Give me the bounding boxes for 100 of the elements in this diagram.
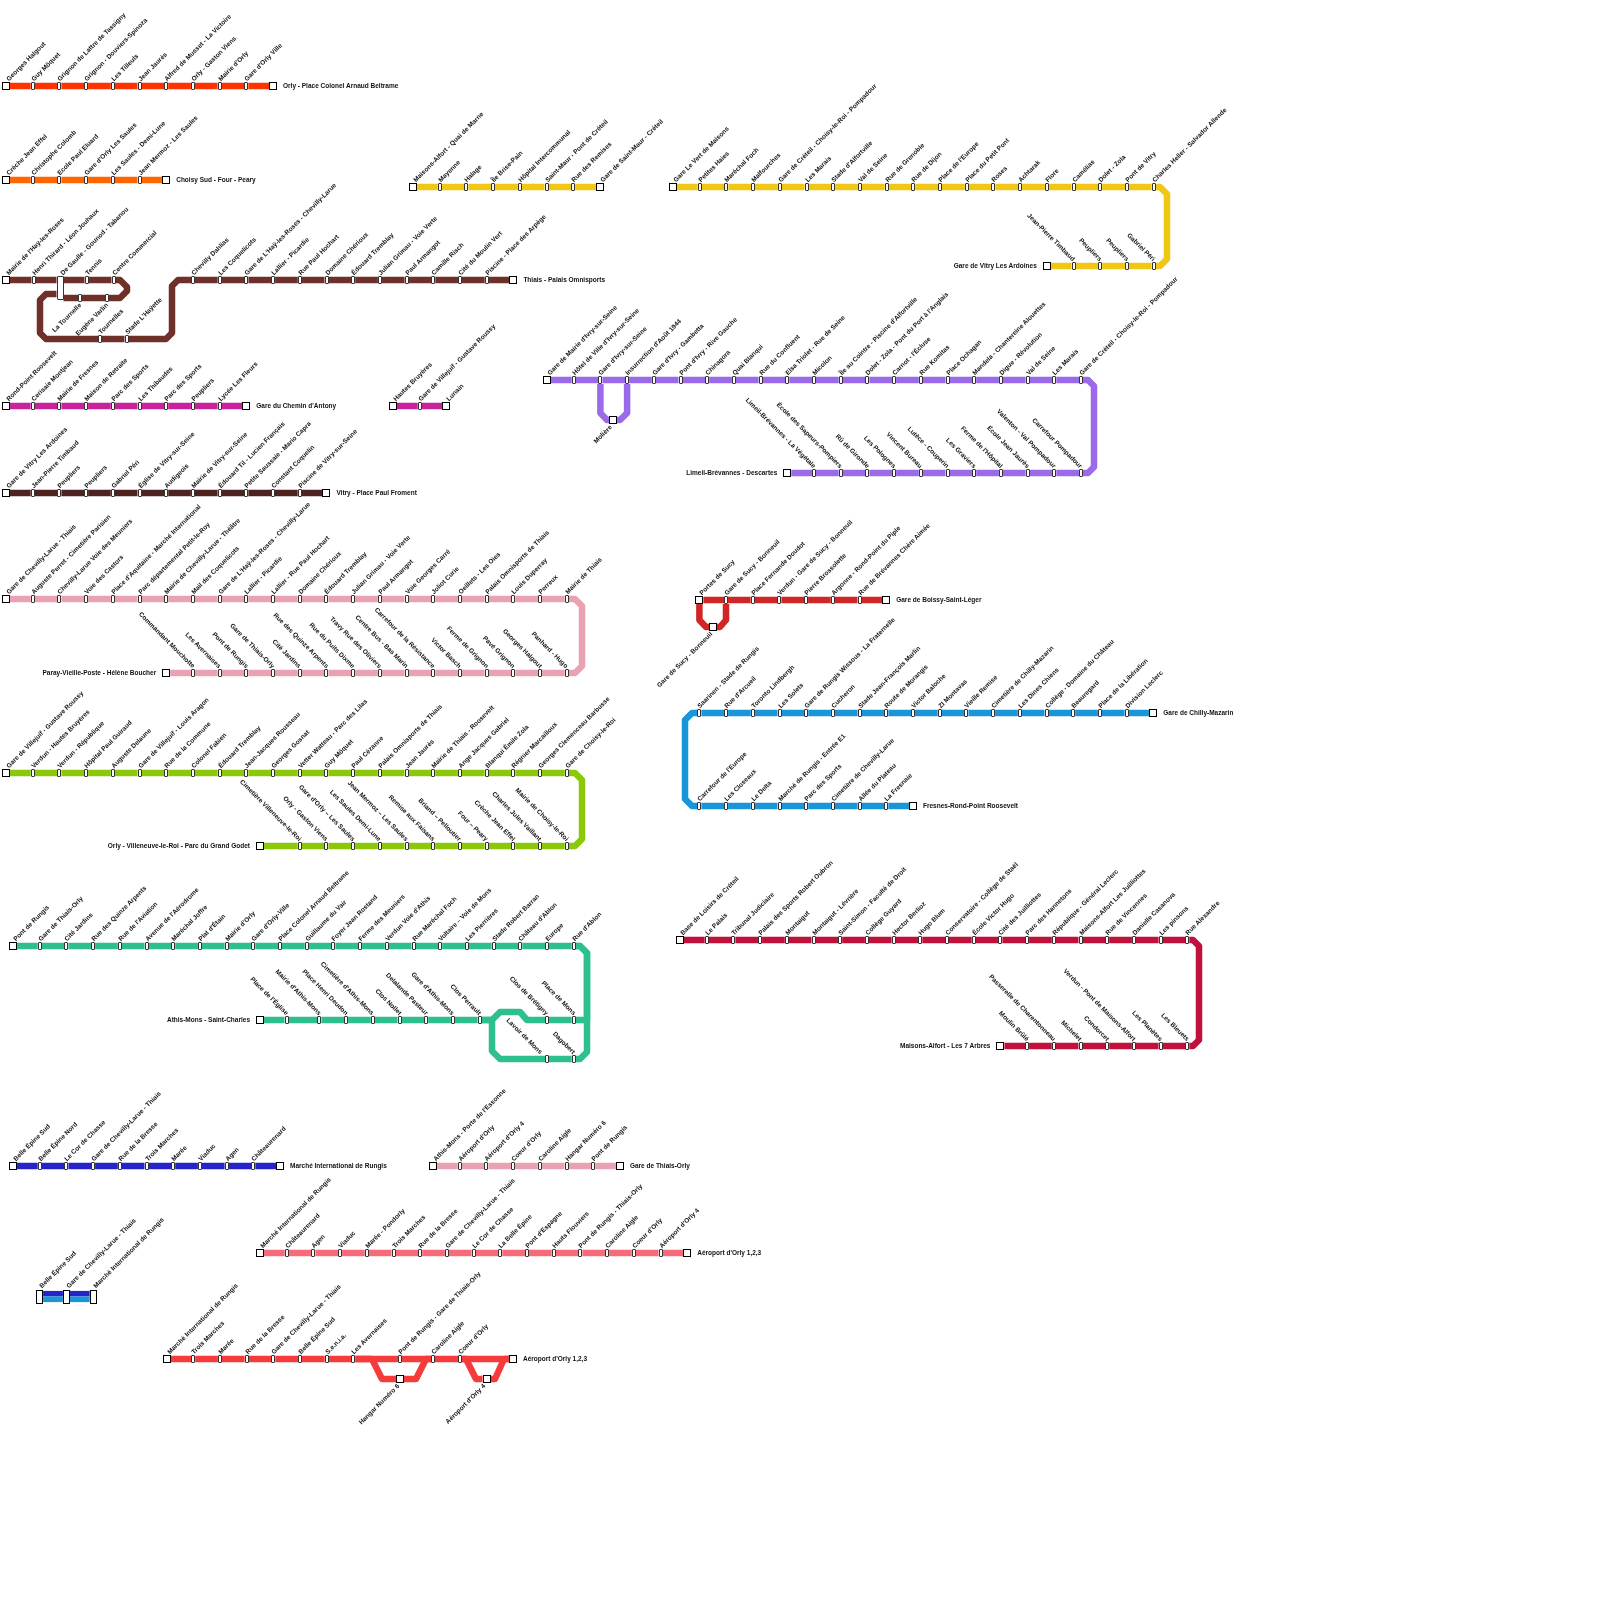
route-line bbox=[194, 669, 218, 677]
route-line bbox=[1002, 469, 1026, 477]
route-line bbox=[808, 183, 832, 191]
route-line bbox=[381, 276, 405, 284]
route-line bbox=[421, 402, 443, 410]
route-line bbox=[703, 596, 724, 604]
route-line bbox=[441, 183, 465, 191]
route-line bbox=[488, 842, 512, 850]
route-line bbox=[548, 183, 572, 191]
route-line bbox=[61, 489, 85, 497]
route-line bbox=[41, 942, 65, 950]
route-line bbox=[462, 276, 485, 284]
route-line bbox=[1055, 936, 1079, 944]
route-line bbox=[43, 1296, 63, 1303]
route-line bbox=[114, 402, 138, 410]
route-line bbox=[1128, 262, 1152, 270]
route-line bbox=[34, 82, 58, 90]
route-line bbox=[141, 176, 163, 184]
route-line bbox=[1189, 936, 1203, 1050]
route-line bbox=[1048, 183, 1072, 191]
route-line bbox=[221, 669, 245, 677]
route-line bbox=[43, 1290, 63, 1297]
route-line bbox=[868, 936, 892, 944]
route-line bbox=[388, 942, 412, 950]
route-line bbox=[69, 1296, 90, 1303]
route-line bbox=[708, 936, 732, 944]
route-line bbox=[701, 183, 725, 191]
route-line bbox=[401, 1016, 425, 1024]
route-line bbox=[488, 595, 512, 603]
route-line bbox=[869, 469, 893, 477]
route-line bbox=[381, 595, 405, 603]
route-line bbox=[468, 942, 492, 950]
route-line bbox=[114, 595, 138, 603]
route-line bbox=[221, 402, 243, 410]
route-line bbox=[88, 276, 112, 284]
route-line bbox=[575, 942, 591, 1063]
route-line bbox=[141, 489, 165, 497]
route-line bbox=[555, 1249, 579, 1257]
route-line bbox=[941, 709, 965, 717]
route-line bbox=[228, 942, 252, 950]
route-line bbox=[754, 709, 778, 717]
route-line bbox=[328, 276, 352, 284]
route-line bbox=[1082, 936, 1106, 944]
route-line bbox=[61, 769, 85, 777]
route-line bbox=[1082, 1042, 1106, 1050]
route-line bbox=[655, 376, 679, 384]
route-line bbox=[381, 842, 405, 850]
route-line bbox=[194, 489, 218, 497]
route-line bbox=[114, 82, 138, 90]
route-line bbox=[834, 802, 858, 810]
route-line bbox=[368, 1249, 392, 1257]
route-line bbox=[728, 183, 752, 191]
route-line bbox=[328, 769, 352, 777]
route-line bbox=[141, 595, 165, 603]
route-line bbox=[842, 469, 866, 477]
route-line bbox=[922, 376, 946, 384]
route-line bbox=[221, 276, 245, 284]
route-line bbox=[61, 402, 85, 410]
route-line bbox=[568, 1162, 592, 1170]
route-line bbox=[1162, 1042, 1186, 1050]
route-line bbox=[408, 595, 432, 603]
route-line bbox=[1029, 376, 1053, 384]
route-line bbox=[754, 802, 778, 810]
route-line bbox=[754, 596, 778, 604]
route-line bbox=[922, 469, 946, 477]
route-line bbox=[1075, 262, 1099, 270]
route-line bbox=[415, 942, 439, 950]
route-line bbox=[788, 936, 812, 944]
route-line bbox=[201, 1162, 225, 1170]
route-line bbox=[221, 82, 245, 90]
route-line bbox=[148, 942, 172, 950]
route-line bbox=[968, 183, 992, 191]
route-line bbox=[454, 1016, 478, 1024]
route-line bbox=[288, 1249, 312, 1257]
route-line bbox=[315, 1249, 339, 1257]
route-line bbox=[195, 276, 218, 284]
route-line bbox=[762, 376, 786, 384]
route-line bbox=[521, 183, 545, 191]
route-line bbox=[328, 842, 352, 850]
route-line bbox=[662, 1249, 684, 1257]
route-line bbox=[68, 1162, 92, 1170]
route-line bbox=[328, 1355, 352, 1363]
route-line bbox=[61, 82, 85, 90]
route-line bbox=[114, 489, 138, 497]
route-line bbox=[141, 769, 165, 777]
route-line bbox=[34, 402, 58, 410]
route-line bbox=[248, 1355, 272, 1363]
route-line bbox=[194, 769, 218, 777]
route-line bbox=[582, 1249, 606, 1257]
route-line bbox=[201, 942, 225, 950]
route-line bbox=[308, 942, 332, 950]
route-line bbox=[1021, 709, 1045, 717]
route-line bbox=[895, 936, 919, 944]
route-line bbox=[475, 1249, 499, 1257]
route-line bbox=[1004, 1042, 1026, 1050]
route-line bbox=[114, 769, 138, 777]
route-line bbox=[34, 595, 58, 603]
route-line bbox=[541, 1162, 565, 1170]
route-line bbox=[869, 376, 893, 384]
route-line bbox=[461, 595, 485, 603]
